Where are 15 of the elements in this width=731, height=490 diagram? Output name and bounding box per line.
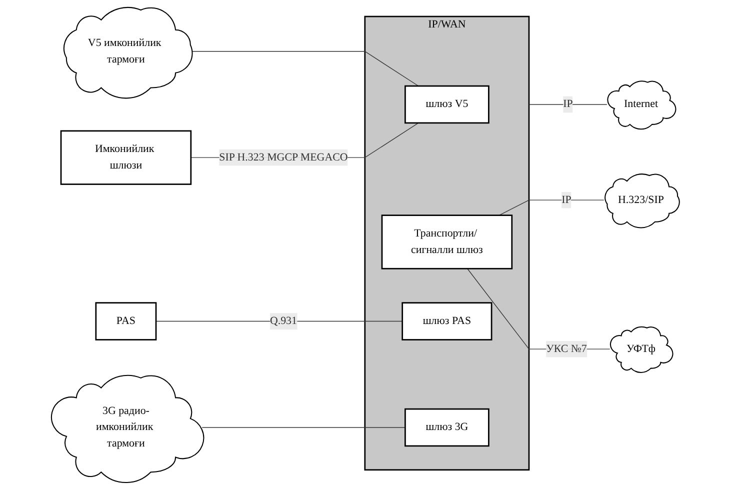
node-box: Имконийлик шлюзи	[60, 130, 192, 185]
edge-label: IP	[563, 98, 573, 110]
node-box: PAS	[95, 302, 157, 340]
connector	[498, 200, 604, 216]
connector	[528, 104, 608, 105]
node-box: шлюз 3G	[404, 408, 490, 447]
node-box: шлюз V5	[404, 85, 490, 124]
edge-label: УКС №7	[546, 342, 587, 355]
edge-label: SIP H.323 MGCP MEGACO	[219, 151, 348, 164]
node-box: шлюз PAS	[402, 302, 492, 340]
node-box: Транспортли/ сигналли шлюз	[381, 214, 513, 270]
connector	[156, 320, 403, 322]
connector	[202, 427, 406, 428]
edge-label: IP	[562, 194, 572, 206]
edge-label: Q.931	[270, 315, 298, 327]
